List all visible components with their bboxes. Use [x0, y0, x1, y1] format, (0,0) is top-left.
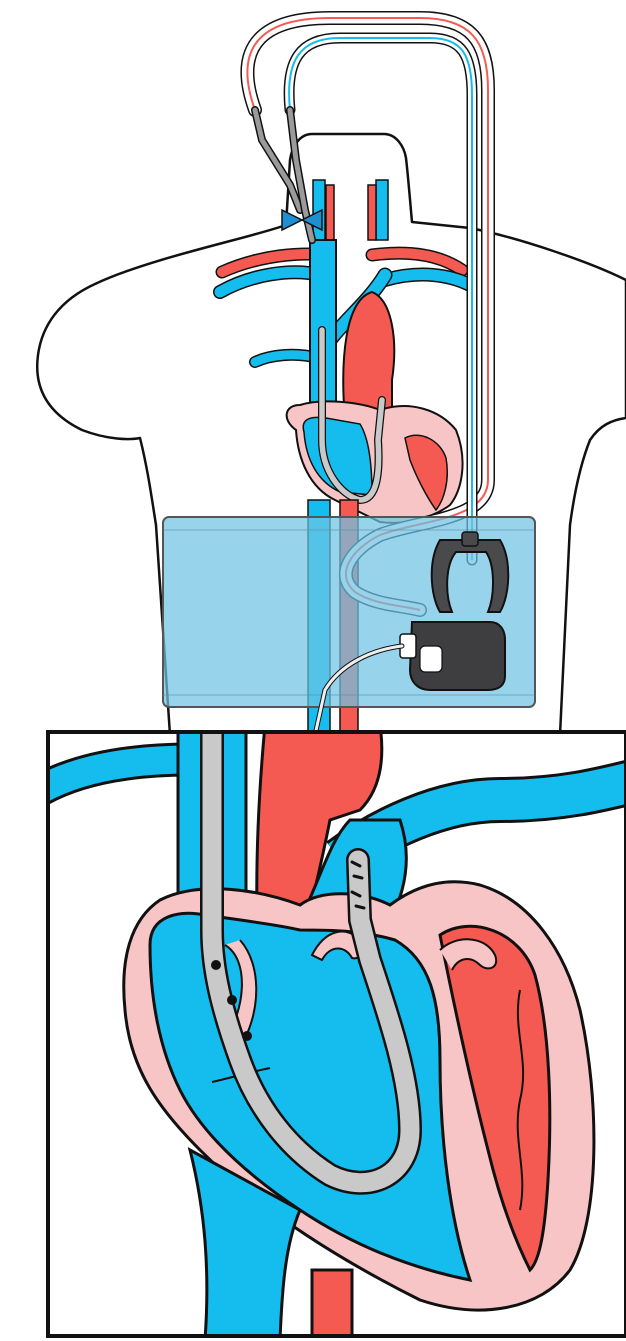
pump-holder-clip	[461, 531, 479, 547]
driver-unit	[408, 621, 506, 691]
heart-detail-panel	[46, 730, 626, 1338]
electrode-dot	[242, 1031, 252, 1041]
left-ventricle-small	[404, 434, 448, 512]
inset-trabeculae	[516, 989, 525, 1211]
inset-mitral-valve	[439, 938, 498, 971]
pump-holder-bracket	[430, 539, 510, 613]
suture-clamp	[281, 208, 323, 232]
electrode-dot	[211, 960, 221, 970]
driver-highlight	[419, 645, 443, 673]
right-jugular-vein	[375, 179, 389, 241]
inset-inferior-vena-cava	[187, 1147, 302, 1336]
inset-frame	[46, 730, 626, 1338]
torso-overview-panel	[36, 11, 626, 738]
right-carotid-artery	[325, 184, 335, 241]
electrode-dot	[227, 995, 237, 1005]
left-carotid-artery	[367, 184, 377, 241]
aortic-arch	[342, 290, 396, 432]
left-jugular-vein	[312, 179, 326, 241]
inset-descending-aorta	[310, 1268, 354, 1336]
catheter-tip-markers	[350, 860, 366, 910]
